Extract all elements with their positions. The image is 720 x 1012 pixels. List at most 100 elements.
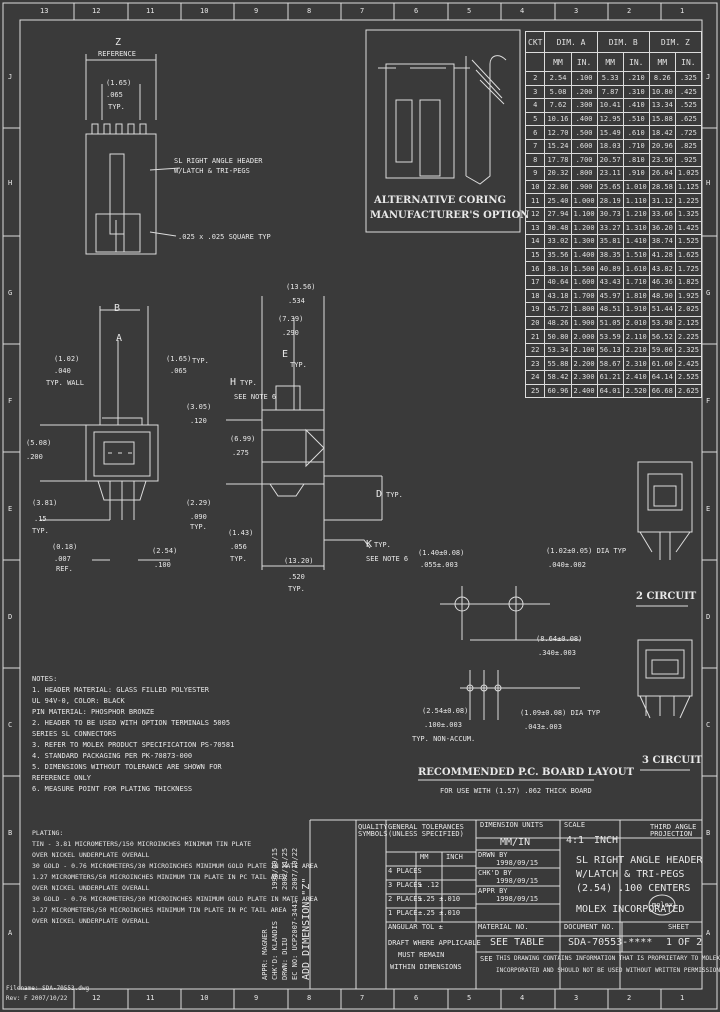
table-cell: 60.96 (544, 383, 572, 399)
table-cell: 1.810 (622, 288, 650, 304)
table-cell: 1.000 (570, 193, 598, 208)
table-cell: 31.12 (648, 193, 676, 208)
dim-text: .534 (288, 297, 305, 305)
table-cell: 17 (524, 274, 546, 290)
table-cell: 15 (524, 247, 546, 263)
scale-label: SCALE (564, 821, 586, 829)
table-header: DIM. B (596, 31, 650, 53)
table-cell: .800 (570, 166, 598, 181)
dim-text: (13.56) (286, 283, 316, 291)
table-cell: 35.81 (596, 234, 624, 249)
table-cell: 33.66 (648, 206, 676, 222)
plating-line: TIN - 3.81 MICROMETERS/150 MICROINCHES M… (32, 840, 252, 848)
table-cell: 30.48 (544, 220, 572, 236)
dim-text: (5.08) (26, 439, 52, 447)
table-cell: 1.200 (570, 220, 598, 236)
zone-col: 11 (146, 7, 155, 15)
table-cell: 66.68 (648, 383, 676, 399)
dim-text: (3.05) (186, 403, 212, 411)
title-line-3: (2.54) .100 CENTERS (576, 883, 691, 894)
pcb-dim: (2.54±0.08) (422, 707, 469, 715)
table-cell: .100 (570, 71, 598, 86)
pcb-dim: .040±.002 (548, 561, 586, 569)
table-cell: 25.40 (544, 193, 572, 208)
table-cell: 59.06 (648, 342, 676, 358)
table-cell: .700 (570, 152, 598, 168)
sheet-no: 1 OF 2 (666, 937, 703, 948)
zone-col: 10 (200, 7, 209, 15)
table-cell: 2.525 (674, 370, 702, 385)
table-cell: 43.18 (544, 288, 572, 304)
zone-row: J (8, 73, 13, 81)
zone-row: E (706, 505, 711, 513)
table-cell: .425 (674, 84, 702, 100)
zone-row: A (706, 929, 711, 937)
zone-col: 7 (360, 7, 365, 15)
dim-text: .200 (26, 453, 43, 461)
note-line: PIN MATERIAL: PHOSPHOR BRONZE (32, 708, 155, 716)
projection: THIRD ANGLE PROJECTION (650, 823, 697, 838)
table-header: MM (648, 52, 676, 72)
table-cell: 1.025 (674, 166, 702, 181)
table-cell: 48.51 (596, 302, 624, 317)
pcb-dim: .055±.003 (420, 561, 458, 569)
molex-logo-icon: molex (652, 901, 674, 909)
zone-col: 6 (414, 994, 419, 1002)
zone-col: 1 (680, 7, 685, 15)
table-cell: 20.32 (544, 166, 572, 181)
table-cell: 10.80 (648, 84, 676, 100)
table-cell: 61.21 (596, 370, 624, 385)
table-cell: 10.16 (544, 111, 572, 127)
drwn-label: DRWN BY (478, 851, 508, 859)
dim-text: REF. (56, 565, 73, 573)
dim-text: TYP. (108, 103, 125, 111)
appr-date: 1998/09/15 (496, 895, 539, 903)
table-cell: 24 (524, 370, 546, 385)
table-cell: .910 (622, 166, 650, 181)
pcb-dim: (8.64±0.08) (536, 635, 583, 643)
table-cell: 18.42 (648, 125, 676, 140)
note-line: 1. HEADER MATERIAL: GLASS FILLED POLYEST… (32, 686, 210, 694)
zone-col: 13 (40, 7, 49, 15)
table-cell: 23.50 (648, 152, 676, 168)
table-cell: 2 (524, 71, 546, 86)
table-cell: 10 (524, 179, 546, 195)
dimension-table: CKT DIM. A DIM. B DIM. Z MM IN. MM IN. M… (524, 31, 702, 399)
dim-text: TYP. (288, 585, 305, 593)
sheet-label: SHEET (668, 923, 690, 931)
dim-text: TYP. (230, 555, 247, 563)
table-cell: 25.65 (596, 179, 624, 195)
table-cell: 33.27 (596, 220, 624, 236)
dim-b: B (114, 303, 121, 314)
table-cell: 18.03 (596, 138, 624, 154)
table-cell: 23 (524, 356, 546, 372)
dim-text: .007 (54, 555, 71, 563)
table-cell: 26.04 (648, 166, 676, 181)
chk-date: 1998/09/15 (496, 877, 539, 885)
file-rev: Rev: F 2007/10/22 (6, 995, 68, 1002)
pcb-title: RECOMMENDED P.C. BOARD LAYOUT (418, 767, 634, 778)
table-cell: .625 (674, 111, 702, 127)
table-cell: .210 (622, 71, 650, 86)
table-cell: 1.710 (622, 274, 650, 290)
dim-text: .120 (190, 417, 207, 425)
table-cell: .310 (622, 84, 650, 100)
general-tolerances: GENERAL TOLERANCES (UNLESS SPECIFIED) (388, 823, 464, 838)
note-line: 6. MEASURE POINT FOR PLATING THICKNESS (32, 785, 193, 793)
revision-date: 2002/11/25 (281, 847, 289, 890)
dim-text: .15 (34, 515, 47, 523)
dim-text: (2.54) (152, 547, 178, 555)
dim-text: TYP. WALL (46, 379, 84, 387)
table-cell: 53.98 (648, 315, 676, 331)
plating-line: OVER NICKEL UNDERPLATE OVERALL (32, 884, 150, 892)
table-cell: 50.80 (544, 329, 572, 344)
table-cell: 40.89 (596, 261, 624, 276)
table-cell: 2.400 (570, 383, 598, 399)
table-cell: .400 (570, 111, 598, 127)
